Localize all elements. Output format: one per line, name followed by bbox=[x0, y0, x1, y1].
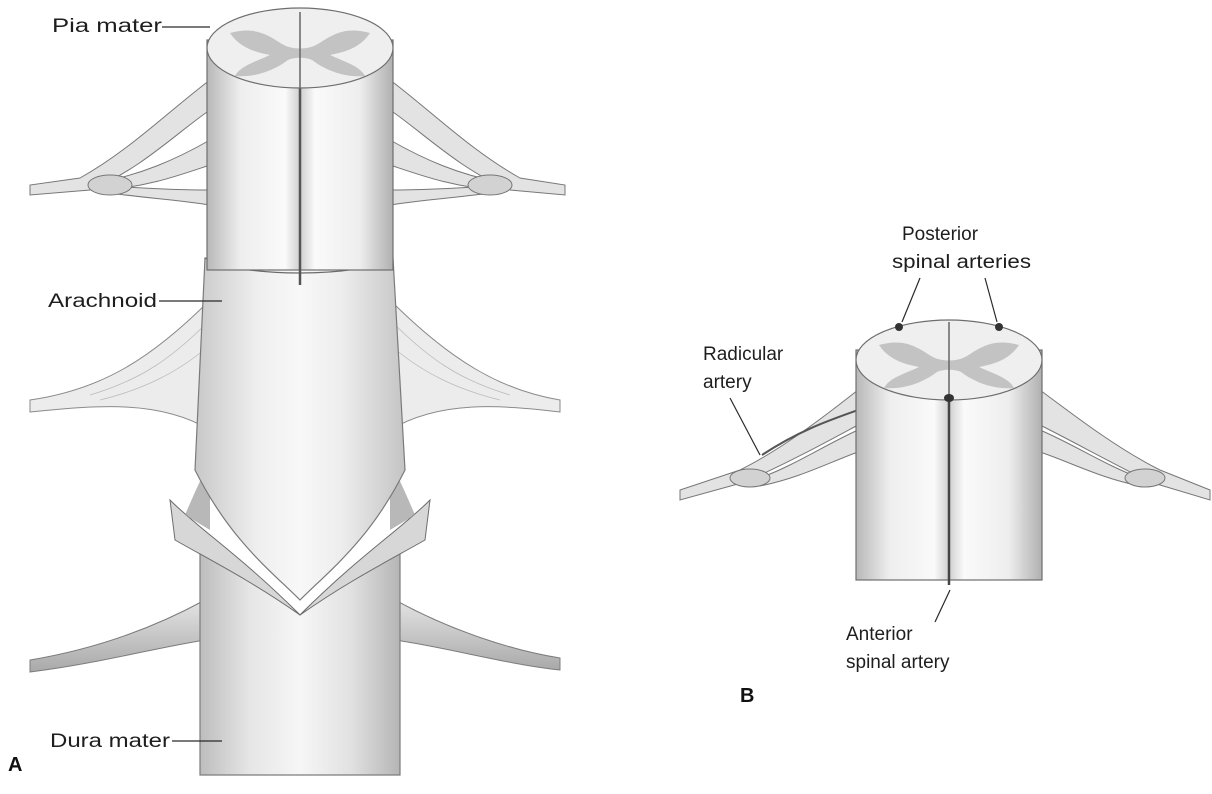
anterior-spinal-artery-label-line2: spinal artery bbox=[846, 652, 950, 673]
radicular-artery-leader bbox=[730, 398, 760, 455]
anterior-spinal-artery-vessel bbox=[944, 394, 954, 402]
pia-mater-label: Pia mater bbox=[52, 16, 163, 37]
panel-b-letter: B bbox=[740, 685, 754, 707]
panel-a-letter: A bbox=[8, 754, 22, 776]
anterior-spinal-artery-leader bbox=[935, 590, 950, 622]
arachnoid-label: Arachnoid bbox=[48, 291, 157, 312]
anterior-spinal-artery-label-line1: Anterior bbox=[846, 624, 913, 645]
radicular-artery-label-line1: Radicular bbox=[703, 344, 784, 365]
posterior-spinal-arteries-label-line2: spinal arteries bbox=[892, 252, 1031, 273]
panel-a-illustration bbox=[30, 8, 565, 775]
posterior-spinal-artery-left bbox=[895, 323, 903, 331]
radicular-artery-label-line2: artery bbox=[703, 372, 752, 393]
posterior-right-leader bbox=[985, 278, 997, 322]
posterior-left-leader bbox=[902, 278, 920, 322]
dura-mater-label: Dura mater bbox=[50, 731, 171, 752]
posterior-spinal-artery-right bbox=[995, 323, 1003, 331]
posterior-spinal-arteries-label-line1: Posterior bbox=[902, 224, 979, 245]
